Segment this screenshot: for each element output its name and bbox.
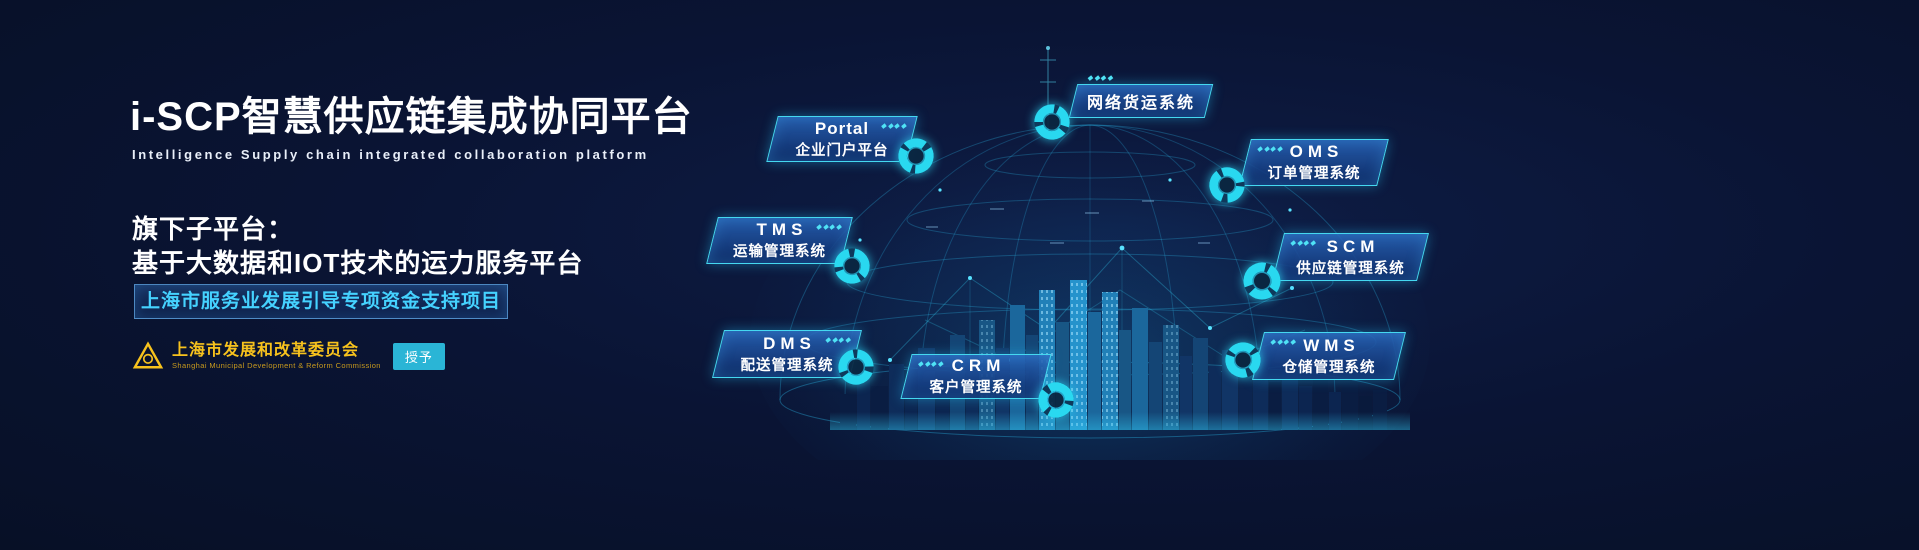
development-reform-commission-logo-icon: [132, 341, 164, 369]
node-ring-icon: [1225, 342, 1261, 378]
page-subtitle: Intelligence Supply chain integrated col…: [132, 147, 649, 162]
node-ring-icon: [1243, 262, 1281, 300]
node-ring-icon: [838, 349, 874, 385]
node-ring-icon: [898, 138, 934, 174]
sub-platform-heading: 旗下子平台：: [132, 214, 295, 244]
module-subtitle: 企业门户平台: [795, 142, 889, 159]
module-title: SCM: [1326, 236, 1380, 256]
module-subtitle: 订单管理系统: [1267, 166, 1361, 182]
module-title: CRM: [951, 356, 1006, 375]
issuer-row: 上海市发展和改革委员会 Shanghai Municipal Developme…: [132, 341, 445, 371]
funding-project-label: 上海市服务业发展引导专项资金支持项目: [134, 284, 508, 319]
module-badge-wms[interactable]: WMS 仓储管理系统: [1252, 332, 1406, 380]
module-badge-content: SCM 供应链管理系统: [1279, 234, 1422, 280]
module-title: 网络货运系统: [1086, 95, 1195, 112]
issuer-name: 上海市发展和改革委员会: [172, 342, 360, 359]
module-subtitle: 供应链管理系统: [1296, 260, 1405, 277]
module-subtitle: 仓储管理系统: [1282, 359, 1376, 376]
sub-platform-description: 基于大数据和IOT技术的运力服务平台: [132, 248, 584, 278]
issuer-name-en: Shanghai Municipal Development & Reform …: [172, 361, 381, 370]
grant-badge: 授予: [392, 342, 445, 370]
module-badge-content: OMS 订单管理系统: [1246, 140, 1382, 185]
node-ring-icon: [1034, 104, 1070, 140]
module-badge-content: 网络货运系统: [1074, 85, 1208, 117]
module-badge-oms[interactable]: OMS 订单管理系统: [1239, 139, 1389, 186]
module-badge-content: TMS 运输管理系统: [713, 218, 846, 263]
module-title: OMS: [1289, 142, 1344, 161]
module-badge-scm[interactable]: SCM 供应链管理系统: [1272, 233, 1429, 281]
module-badge-content: Portal 企业门户平台: [773, 117, 911, 161]
node-ring-icon: [834, 248, 870, 284]
corner-dots-icon: [1088, 75, 1113, 81]
module-badge-content: CRM 客户管理系统: [907, 355, 1045, 398]
module-subtitle: 运输管理系统: [733, 244, 826, 260]
module-badge-freight[interactable]: 网络货运系统: [1068, 75, 1214, 118]
node-ring-icon: [1038, 382, 1074, 418]
module-title: DMS: [763, 333, 816, 353]
page-title: i-SCP智慧供应链集成协同平台: [130, 95, 693, 139]
issuer-name-block: 上海市发展和改革委员会 Shanghai Municipal Developme…: [172, 342, 381, 370]
module-title: Portal: [814, 118, 870, 138]
module-badge-content: WMS 仓储管理系统: [1259, 333, 1399, 379]
module-badge-crm[interactable]: CRM 客户管理系统: [900, 354, 1052, 399]
module-subtitle: 客户管理系统: [929, 380, 1023, 396]
module-subtitle: 配送管理系统: [740, 357, 834, 374]
module-title: TMS: [756, 220, 808, 239]
city-skyline: [830, 280, 1410, 430]
module-title: WMS: [1303, 335, 1360, 355]
node-ring-icon: [1209, 167, 1245, 203]
